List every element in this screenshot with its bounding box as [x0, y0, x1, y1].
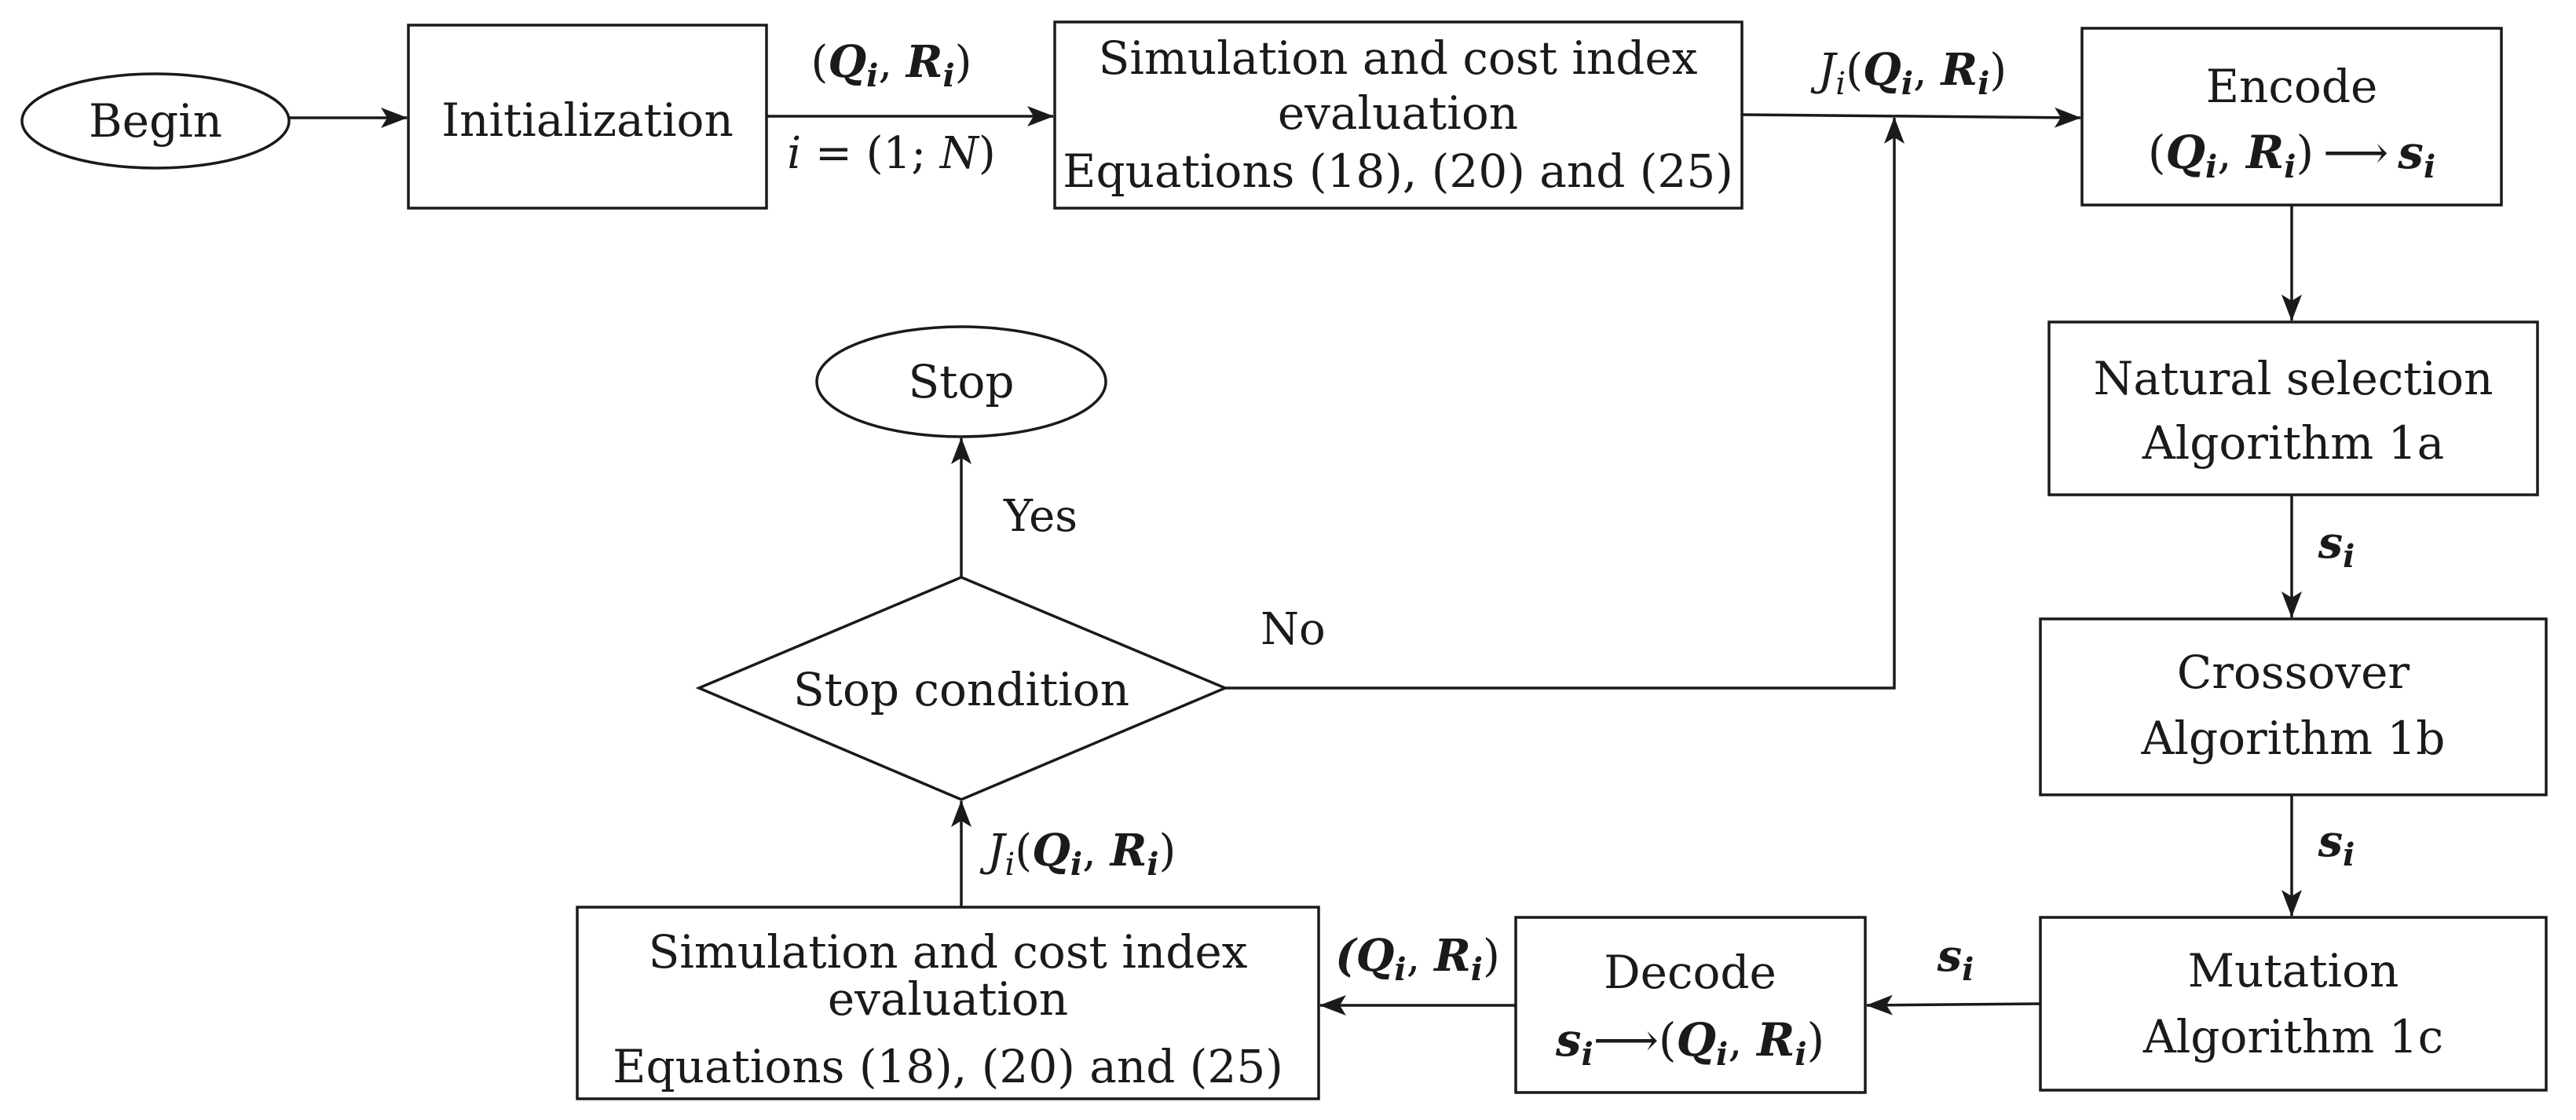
initialization-box	[407, 24, 768, 210]
simulation-bottom-line1: Simulation and cost index	[649, 925, 1248, 979]
edge-label-init-range: i = (1; N)	[787, 128, 995, 179]
edge-stop-condition-no-loop	[1225, 117, 1905, 690]
simulation-top-line2: evaluation	[1278, 86, 1518, 140]
edge-mutation-to-decode	[1866, 994, 2041, 1016]
edge-label-si-selection: si	[2318, 517, 2355, 575]
initialization-label: Initialization	[441, 93, 734, 147]
decode-formula: si⟶(Qi, Ri)	[1555, 1013, 1824, 1073]
edge-label-yes: Yes	[1003, 491, 1078, 542]
stop-terminal	[815, 325, 1107, 438]
crossover-box	[2039, 617, 2548, 796]
encode-formula: (Qi, Ri)⟶si	[2148, 126, 2435, 185]
simulation-top-line3: Equations (18), (20) and (25)	[1063, 145, 1733, 198]
simulation-bottom-box	[576, 906, 1320, 1100]
crossover-line2: Algorithm 1b	[2141, 712, 2446, 765]
crossover-line1: Crossover	[2177, 646, 2410, 699]
simulation-top-box	[1053, 20, 1744, 210]
begin-label: Begin	[89, 94, 222, 148]
decode-box	[1514, 916, 1867, 1094]
stop-condition-label: Stop condition	[793, 663, 1129, 716]
encode-box	[2080, 27, 2503, 207]
edge-label-si-mutation: si	[1937, 930, 1974, 988]
edge-simulation-to-encode	[1741, 107, 2081, 128]
simulation-bottom-line3: Equations (18), (20) and (25)	[613, 1040, 1283, 1093]
natural-selection-box	[2047, 320, 2539, 496]
edge-label-si-crossover: si	[2318, 815, 2355, 873]
mutation-box	[2039, 916, 2548, 1092]
encode-title: Encode	[2206, 60, 2378, 113]
edge-label-cost-bottom: Ji(Qi, Ri)	[979, 825, 1176, 883]
edge-label-no: No	[1261, 604, 1326, 655]
edge-label-decode-pair: (Qi, Ri)	[1335, 930, 1500, 988]
stop-label: Stop	[908, 355, 1014, 408]
mutation-line1: Mutation	[2188, 944, 2399, 997]
edge-label-init-pair: (Qi, Ri)	[810, 36, 971, 94]
decode-title: Decode	[1604, 946, 1776, 999]
stop-condition-diamond	[695, 576, 1229, 801]
simulation-bottom-line2: evaluation	[828, 972, 1068, 1026]
simulation-top-line1: Simulation and cost index	[1099, 31, 1698, 85]
begin-terminal	[20, 72, 291, 170]
natural-selection-line2: Algorithm 1a	[2142, 416, 2444, 470]
mutation-line2: Algorithm 1c	[2142, 1010, 2443, 1063]
edge-label-cost-top: Ji(Qi, Ri)	[1810, 44, 2007, 102]
natural-selection-line1: Natural selection	[2094, 352, 2494, 405]
